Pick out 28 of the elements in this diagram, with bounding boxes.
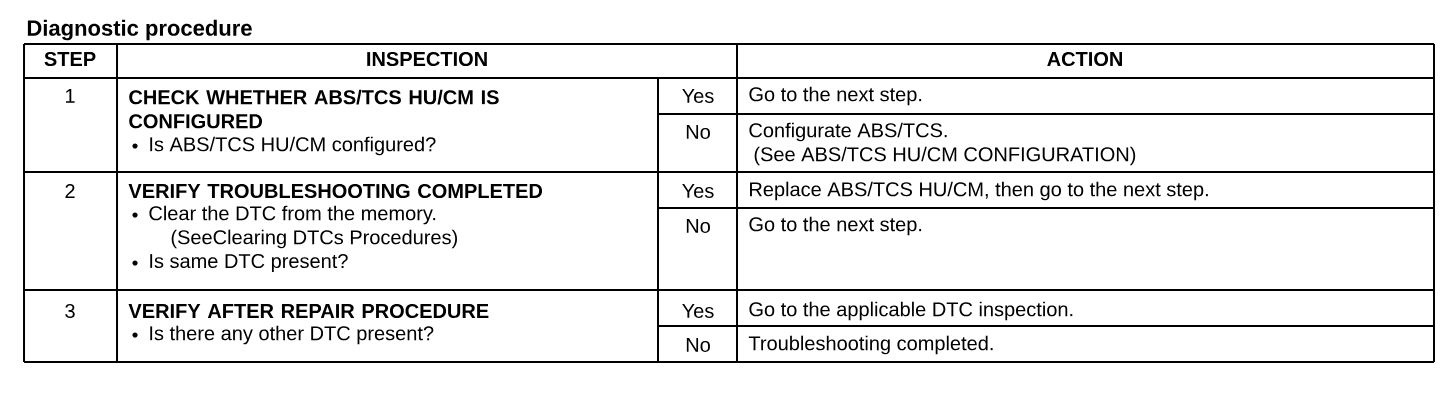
action-text: (See ABS/TCS HU/CM CONFIGURATION)	[754, 146, 1136, 166]
answer-text: No	[686, 338, 710, 352]
check-title: VERIFY AFTER REPAIR PROCEDURE	[128, 303, 489, 319]
action-text: Troubleshooting completed.	[748, 335, 993, 355]
check-item: Clear the DTC from the memory.	[149, 205, 436, 225]
check-title: VERIFY TROUBLESHOOTING COMPLETED	[128, 183, 543, 199]
column-header: INSPECTION	[367, 51, 487, 67]
action-text: Replace ABS/TCS HU/CM, then go to the next step.	[750, 181, 1208, 201]
check-item: (SeeClearing DTCs Procedures)	[171, 229, 457, 249]
step-number: 3	[65, 303, 75, 319]
answer-text: Yes	[682, 184, 714, 198]
column-header: ACTION	[1047, 51, 1122, 67]
check-item: Is same DTC present?	[150, 253, 348, 273]
check-item: Is there any other DTC present?	[150, 325, 434, 345]
column-header: STEP	[44, 51, 96, 67]
action-text: Go to the next step.	[749, 86, 922, 106]
action-text: Configurate ABS/TCS.	[749, 122, 947, 142]
step-number: 1	[66, 89, 75, 103]
answer-text: No	[686, 125, 710, 139]
answer-text: Yes	[682, 304, 714, 318]
check-item: Is ABS/TCS HU/CM configured?	[150, 136, 436, 156]
action-text: Go to the next step.	[749, 216, 922, 236]
step-number: 2	[65, 184, 75, 198]
action-text: Go to the applicable DTC inspection.	[749, 301, 1073, 321]
answer-text: Yes	[682, 89, 714, 103]
title-text: Diagnostic procedure	[27, 19, 252, 41]
check-title: CHECK WHETHER ABS/TCS HU/CM IS CONFIGURED	[129, 89, 499, 129]
answer-text: No	[686, 219, 710, 233]
